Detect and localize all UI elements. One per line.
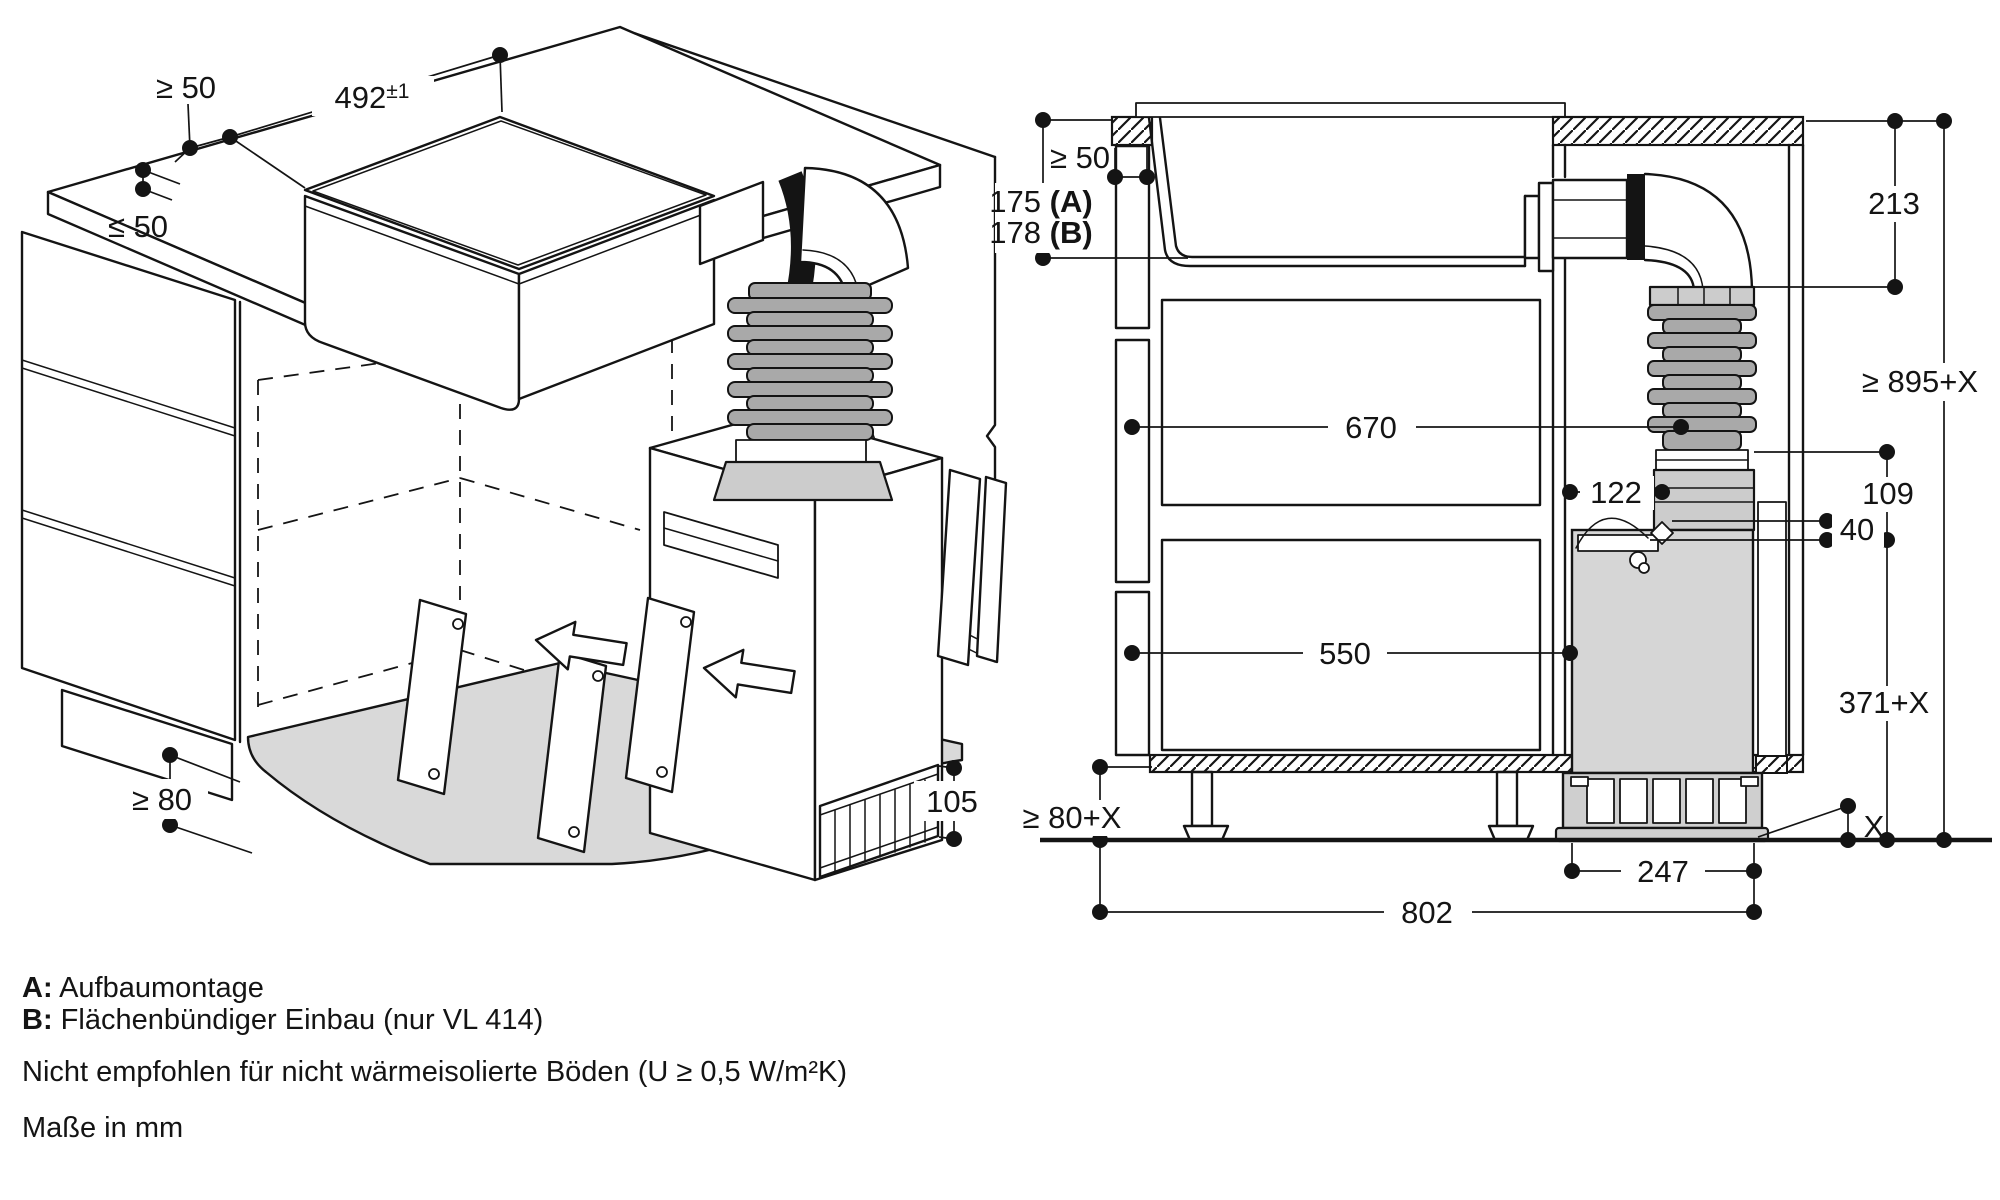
dim-inner-width-upper: 670: [1345, 410, 1397, 445]
clamp-band: [1627, 174, 1645, 260]
dim-duct-clearance: 122: [1590, 475, 1642, 510]
dim-side-clearance: ≥ 50: [1050, 140, 1110, 175]
right-dimensions: 175 (A) 178 (B) ≥ 50 213 ≥ 895+X 670 122…: [989, 112, 1992, 931]
hose-collar: [735, 439, 867, 463]
condensate-drain: [1650, 521, 1674, 545]
worktop-section-right: [1551, 115, 1805, 147]
legend-line-a: A: Aufbaumontage: [22, 972, 264, 1005]
exhaust-duct: [698, 166, 910, 502]
dim-depth-b: 178 (B): [989, 215, 1092, 250]
dim-depth-a: 175 (A): [989, 184, 1092, 219]
air-grille: [818, 763, 940, 879]
insert-direction-arrows: [534, 620, 796, 699]
elbow-duct: [798, 166, 910, 297]
downdraft-trough: [303, 194, 716, 411]
dim-unit-width: 247: [1637, 854, 1689, 889]
hose-connector: [712, 460, 894, 502]
section-view: 175 (A) 178 (B) ≥ 50 213 ≥ 895+X 670 122…: [989, 102, 1992, 931]
dim-cutout-width: 492±1: [335, 80, 410, 115]
legend-key-a: A:: [22, 972, 53, 1004]
worktop-cutout: [303, 115, 716, 271]
mounting-panels: [396, 468, 1008, 854]
elbow-outer: [1643, 172, 1754, 292]
dim-elbow-height: 213: [1868, 186, 1920, 221]
cabinet-front-drawers: [20, 230, 242, 802]
hose-top-collar: [1648, 285, 1756, 307]
dim-plinth-height: ≥ 80: [132, 782, 192, 817]
dim-overhang-front: ≤ 50: [108, 209, 168, 244]
worktop-section-left: [1110, 115, 1154, 147]
trough-section: [1147, 116, 1527, 268]
duct-section: [1523, 172, 1757, 532]
blower-section: [1554, 517, 1770, 843]
dim-grille-height: 105: [926, 784, 978, 819]
legend-line-b: B: Flächenbündiger Einbau (nur VL 414): [22, 1004, 543, 1037]
blower-grille: [1561, 771, 1764, 830]
left-dimensions: 492±1 ≥ 50 ≤ 50 ≥ 80 105: [108, 47, 992, 854]
legend-text-b: Flächenbündiger Einbau (nur VL 414): [60, 1004, 544, 1036]
dim-unit-height: 371+X: [1839, 685, 1930, 720]
spigot-tube: [1551, 178, 1629, 260]
units-note: Maße in mm: [22, 1112, 184, 1144]
dim-inner-width-lower: 550: [1319, 636, 1371, 671]
cable-arc: [1575, 517, 1649, 549]
dim-cabinet-width: 802: [1401, 895, 1453, 930]
dim-connector-height: 109: [1862, 476, 1914, 511]
drawer-box-upper: [1160, 298, 1542, 507]
dim-drain-offset: 40: [1840, 512, 1874, 547]
flexible-hose-section: [1647, 304, 1757, 451]
outlet-spigot: [698, 180, 765, 266]
inlet-tray: [1577, 534, 1659, 552]
plinth: [60, 688, 234, 802]
legend-text-a: Aufbaumontage: [59, 972, 264, 1004]
dim-clearance-rear: ≥ 50: [156, 70, 216, 105]
legend-key-b: B:: [22, 1004, 53, 1036]
flexible-hose: [727, 282, 893, 441]
isometric-view: 492±1 ≥ 50 ≤ 50 ≥ 80 105: [20, 25, 1008, 882]
dim-floor-gap: X: [1864, 809, 1885, 844]
dim-total-height: ≥ 895+X: [1862, 364, 1978, 399]
warning-note: Nicht empfohlen für nicht wärmeisolierte…: [22, 1056, 847, 1088]
dim-plinth-height-right: ≥ 80+X: [1023, 800, 1122, 835]
cabinet-feet: [1182, 770, 1535, 842]
trough-rim: [1135, 102, 1566, 118]
